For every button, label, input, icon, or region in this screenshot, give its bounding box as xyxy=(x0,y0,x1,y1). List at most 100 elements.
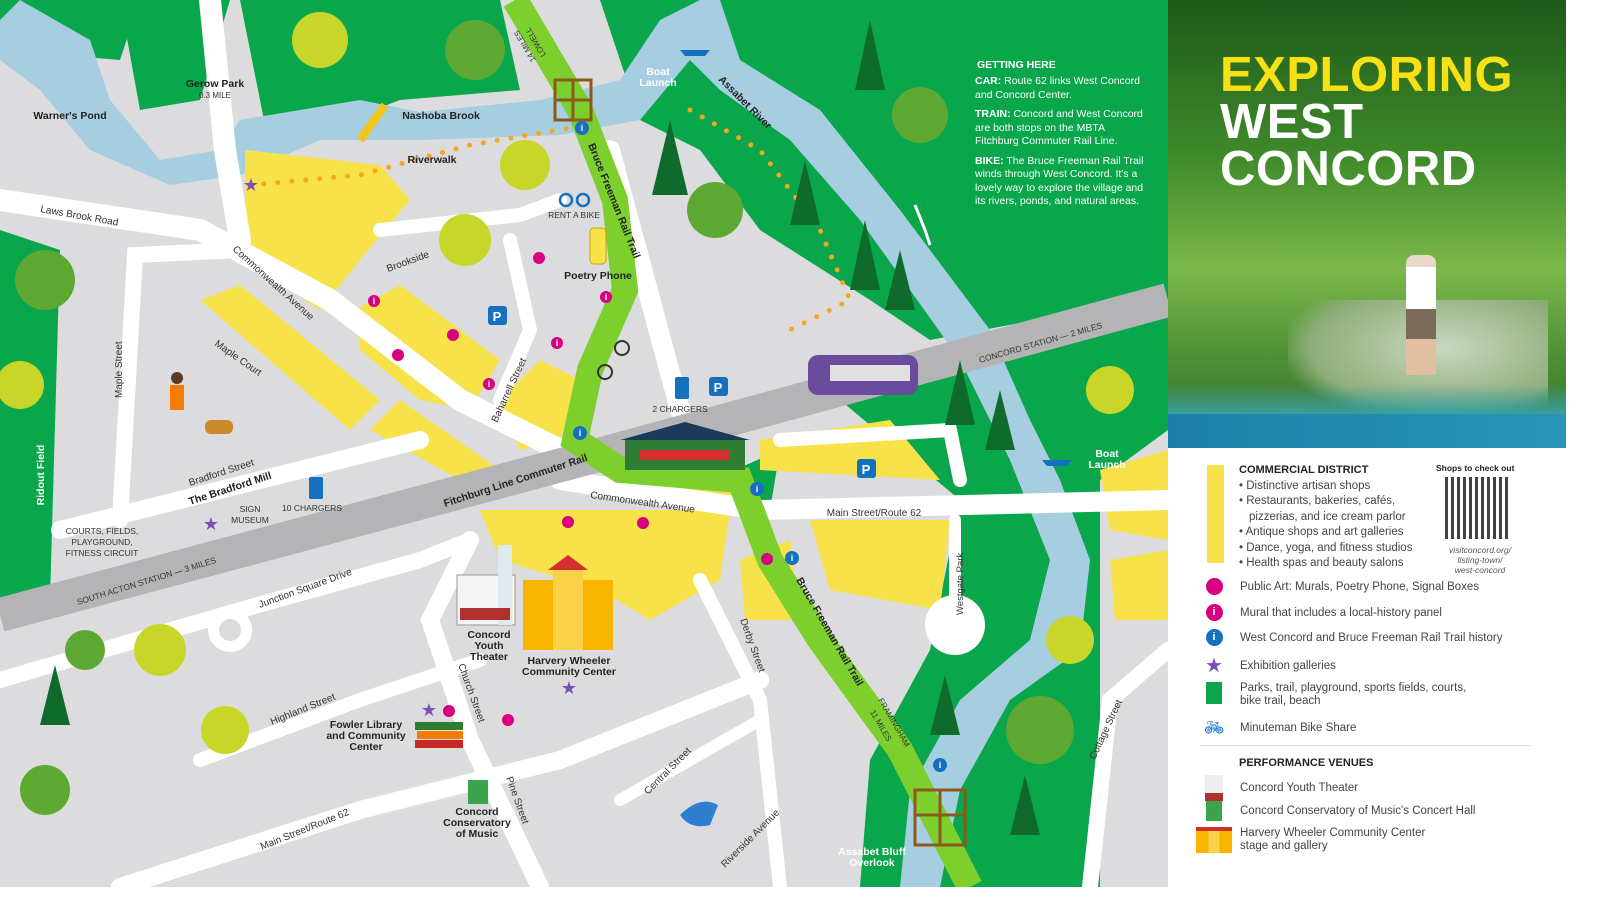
map-label: ★ xyxy=(561,678,577,698)
map-label: Youth xyxy=(475,640,504,652)
map-label: Concord xyxy=(455,806,498,818)
map-label: ★ xyxy=(421,700,437,720)
train-icon xyxy=(808,355,918,395)
map-label: i xyxy=(373,296,376,306)
cover-photo: EXPLORING WEST CONCORD xyxy=(1168,0,1566,448)
concord-youth-theater-building xyxy=(456,545,516,626)
legend-mural-history: Mural that includes a local-history pane… xyxy=(1240,606,1442,619)
map-label: COURTS, FIELDS, xyxy=(66,526,139,536)
commercial-swatch xyxy=(1207,465,1224,563)
bridge-icon xyxy=(356,102,389,143)
map-label: ★ xyxy=(203,514,219,534)
commuter-rail xyxy=(0,283,1168,632)
ev-charger-icon xyxy=(309,377,689,499)
map-label: Boat xyxy=(1095,448,1119,460)
info-pink-icon: i xyxy=(1205,604,1223,621)
qr-code[interactable] xyxy=(1445,477,1510,539)
map-label: Fowler Library xyxy=(330,719,403,731)
map-label: 10 CHARGERS xyxy=(282,503,342,513)
commercial-item: • Dance, yoga, and fitness studios xyxy=(1239,541,1413,554)
fowler-library-books xyxy=(415,722,463,748)
bridge-icon xyxy=(553,78,593,122)
page-title: EXPLORING WEST CONCORD xyxy=(1220,48,1514,196)
train-text: Concord and West Concord are both stops … xyxy=(975,108,1143,147)
map-label: MUSEUM xyxy=(231,515,269,525)
map-label: Launch xyxy=(1088,459,1125,471)
heron-icon xyxy=(913,204,932,246)
map-label: i xyxy=(756,484,759,494)
commercial-item: • Antique shops and art galleries xyxy=(1239,526,1404,538)
map-label: RENT A BIKE xyxy=(548,210,600,220)
harvey-wheeler-building xyxy=(523,555,613,650)
map-label: Harvery Wheeler xyxy=(528,655,611,667)
car-label: CAR: xyxy=(975,75,1002,87)
map-label: PLAYGROUND, xyxy=(71,537,132,547)
map-label: Westgate Park xyxy=(955,553,966,615)
legend-galleries: Exhibition galleries xyxy=(1240,659,1336,672)
walker-figure xyxy=(1406,255,1436,375)
star-icon: ★ xyxy=(1205,655,1223,677)
map-label: Gerow Park xyxy=(186,78,245,90)
commercial-heading: COMMERCIAL DISTRICT xyxy=(1239,464,1369,476)
venues-heading: PERFORMANCE VENUES xyxy=(1239,757,1374,769)
legend-venue-cyt: Concord Youth Theater xyxy=(1240,782,1359,794)
commercial-item: pizzerias, and ice cream parlor xyxy=(1249,510,1406,523)
map-label: of Music xyxy=(456,828,499,840)
park-swatch-icon xyxy=(1206,682,1222,704)
legend-bike-share: Minuteman Bike Share xyxy=(1240,722,1357,734)
map-label: Theater xyxy=(470,651,508,663)
map-label: FITNESS CIRCUIT xyxy=(66,548,139,558)
legend-trail-history: West Concord and Bruce Freeman Rail Trai… xyxy=(1240,631,1503,644)
map-label: Launch xyxy=(639,77,676,89)
parking-markers: PPP xyxy=(488,306,876,478)
legend-public-art: Public Art: Murals, Poetry Phone, Signal… xyxy=(1240,580,1480,593)
map-label: Main Street/Route 62 xyxy=(827,508,922,519)
theater-icon xyxy=(1205,775,1223,801)
map-label: i xyxy=(791,553,794,563)
bike-icon: 🚲︎ xyxy=(1203,720,1225,737)
community-center-icon xyxy=(1196,827,1232,853)
map-label: Nashoba Brook xyxy=(402,110,480,122)
west-concord-depot xyxy=(620,422,750,470)
map-legend: COMMERCIAL DISTRICT • Distinctive artisa… xyxy=(1190,455,1540,875)
map-label: Conservatory xyxy=(443,817,511,829)
map-label: i xyxy=(579,428,582,438)
train-label: TRAIN: xyxy=(975,108,1011,120)
qr-heading: Shops to check out xyxy=(1436,463,1515,473)
map-label: 2 CHARGERS xyxy=(652,404,708,414)
map-label: i xyxy=(556,338,559,348)
map-label: i xyxy=(939,760,942,770)
commercial-district xyxy=(200,150,1168,620)
map-label: Center xyxy=(349,741,382,753)
map-label: Warner's Pond xyxy=(33,110,106,122)
map-label: i xyxy=(488,379,491,389)
info-blue-icon: i xyxy=(1205,629,1223,646)
map-label: ★ xyxy=(243,175,259,195)
kayak-icon xyxy=(680,50,1072,466)
map-label: SIGN xyxy=(240,504,261,514)
legend-parks: Parks, trail, playground, sports fields,… xyxy=(1240,682,1467,707)
commercial-item: • Restaurants, bakeries, cafés, xyxy=(1239,495,1396,507)
commercial-item: • Health spas and beauty salons xyxy=(1239,557,1404,569)
qr-url: visitconcord.org/listing-town/west-conco… xyxy=(1449,545,1511,575)
map-label: P xyxy=(714,380,723,395)
bridge-icon xyxy=(913,788,967,847)
map-label: Boat xyxy=(646,66,670,78)
public-art-markers xyxy=(392,252,773,726)
parks xyxy=(0,0,1168,887)
map-label: Poetry Phone xyxy=(564,270,632,282)
map-label: Riverwalk xyxy=(407,154,456,166)
map-label: P xyxy=(493,309,502,324)
gallery-star-markers: ★ ★ ★ ★ xyxy=(203,175,577,720)
legend-divider xyxy=(1200,745,1530,746)
map-label: Assabet Bluff xyxy=(838,846,906,858)
bike-text: The Bruce Freeman Rail Trail winds throu… xyxy=(975,154,1144,208)
bike-share-icon xyxy=(558,192,591,208)
riverwalk-path xyxy=(247,107,854,333)
poetry-phone-icon xyxy=(589,227,607,265)
commercial-item: • Distinctive artisan shops xyxy=(1239,479,1371,492)
car-text: Route 62 links West Concord and Concord … xyxy=(975,75,1140,101)
tree-icons xyxy=(0,12,1134,835)
